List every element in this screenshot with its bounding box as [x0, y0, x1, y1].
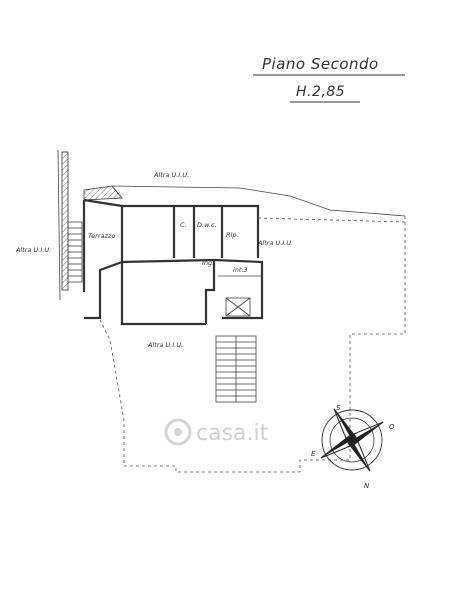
main-stairs — [215, 335, 257, 403]
label-altra-left: Altra U.I.U. — [15, 246, 51, 254]
apartment-walls — [82, 198, 264, 326]
label-wc: D.w.c. — [197, 221, 217, 229]
compass-east: E — [311, 450, 316, 458]
label-altra-center: Altra U.I.U. — [147, 341, 183, 349]
compass-rose — [320, 408, 384, 472]
watermark-text: casa.it — [196, 421, 269, 446]
left-boundary-wall — [57, 149, 69, 301]
ceiling-height: H.2,85 — [296, 84, 345, 100]
top-boundary-wall — [83, 185, 406, 217]
label-closet: C. — [180, 221, 187, 229]
label-unit: int.3 — [233, 266, 248, 274]
compass-north: N — [364, 482, 370, 490]
watermark: casa.it — [164, 418, 269, 446]
label-storage: Rip. — [226, 231, 239, 239]
label-entrance: Ing. — [202, 259, 214, 267]
boundary-inner — [257, 217, 406, 223]
compass-south: S — [336, 404, 341, 412]
label-altra-top: Altra U.I.U. — [153, 171, 189, 179]
stair-landing — [225, 297, 251, 317]
plan-title: Piano Secondo — [262, 55, 379, 73]
property-boundary — [99, 216, 406, 473]
label-terrazzo: Terrazzo — [88, 232, 115, 240]
label-altra-right: Altra U.I.U. — [257, 239, 293, 247]
compass-west: O — [389, 423, 395, 431]
left-stairs — [67, 221, 83, 283]
